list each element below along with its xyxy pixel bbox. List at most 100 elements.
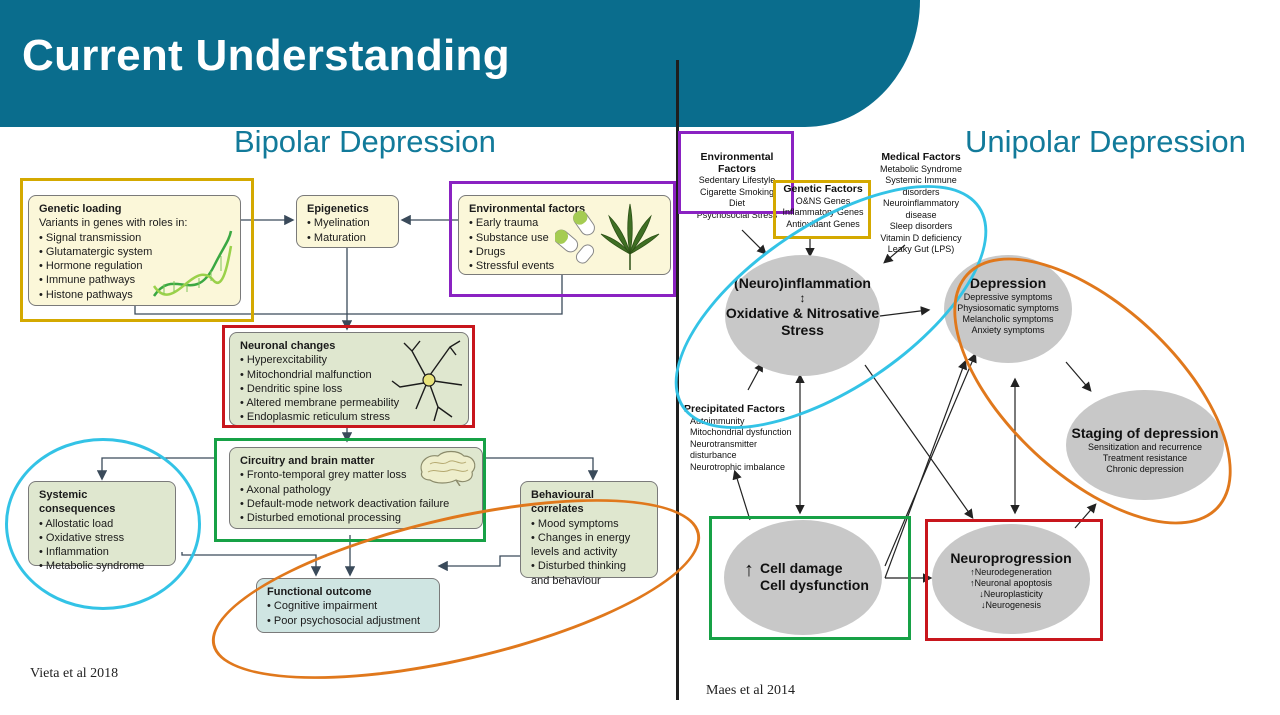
neuroprogression-title: Neuroprogression [950, 550, 1072, 566]
cell-damage-frame [709, 516, 911, 640]
behavioural-item: Changes in energy levels and activity [531, 531, 647, 560]
cell-damage-line2: Cell dysfunction [760, 577, 869, 593]
unipolar-environmental: Environmental Factors Sedentary Lifestyl… [682, 151, 792, 221]
up-arrow-icon: ↑ [744, 559, 754, 581]
neuronal-item: Dendritic spine loss [240, 382, 458, 396]
unipolar-precipitated: Precipitated Factors Autoimmunity Mitoch… [684, 403, 794, 473]
unipolar-precipitated-item: Neurotransmitter disturbance [690, 438, 758, 461]
unipolar-genetic-item: O&NS Genes [795, 195, 851, 206]
bipolar-citation: Vieta et al 2018 [30, 666, 119, 681]
behavioural-item: Mood symptoms [531, 517, 647, 531]
header-band [0, 0, 920, 127]
unipolar-medical-title: Medical Factors [881, 151, 961, 163]
unipolar-environmental-item: Sedentary Lifestyle [698, 175, 776, 185]
depression-item: Melancholic symptoms [962, 314, 1054, 324]
circuitry-item: Default-mode network deactivation failur… [240, 497, 472, 511]
unipolar-genetic: Genetic Factors O&NS Genes Inflammatory … [776, 183, 870, 230]
circuitry-item: Fronto-temporal grey matter loss [240, 468, 472, 482]
unipolar-medical-item: Sleep disorders [889, 221, 953, 231]
bidirectional-arrow-icon: ↕ [799, 291, 806, 305]
unipolar-medical-item: Neuroinflammatory disease [882, 198, 960, 220]
staging-item: Sensitization and recurrence [1087, 442, 1203, 452]
depression-item: Depressive symptoms [963, 292, 1053, 302]
inflammation-line3: Stress [781, 322, 824, 338]
functional-title: Functional outcome [267, 586, 372, 598]
functional-item: Poor psychosocial adjustment [267, 614, 429, 628]
inflammation-line2: Oxidative & Nitrosative [725, 305, 880, 321]
epigenetics-item: Myelination [307, 216, 388, 230]
environmental-item: Early trauma [469, 216, 660, 230]
unipolar-heading: Unipolar Depression [965, 124, 1246, 159]
staging-item: Treatment resistance [1102, 453, 1188, 463]
cannabis-leaf-icon [600, 203, 660, 270]
unipolar-genetic-frame [773, 180, 871, 239]
inflammation-line1: (Neuro)inflammation [734, 275, 871, 291]
pill-capsules-icon [555, 210, 595, 264]
unipolar-citation: Maes et al 2014 [706, 683, 796, 698]
circuitry-box: Circuitry and brain matter Fronto-tempor… [229, 447, 483, 529]
unipolar-medical-item: Metabolic Syndrome [879, 163, 963, 174]
neuroprogression-node: Neuroprogression ↑Neurodegeneration ↑Neu… [932, 524, 1090, 634]
genetic-item: Glutamatergic system [39, 245, 230, 259]
neuronal-title: Neuronal changes [240, 340, 336, 352]
environmental-title: Environmental factors [469, 203, 586, 215]
genetic-item: Signal transmission [39, 231, 230, 245]
genetic-item: Immune pathways [39, 273, 230, 287]
staging-node: Staging of depression Sensitization and … [1066, 390, 1224, 500]
genetic-loading-title: Genetic loading [39, 203, 122, 215]
environmental-item: Stressful events [469, 259, 660, 273]
environmental-factors-box: Environmental factors Early trauma Subst… [458, 195, 671, 275]
depression-item: Physiosomatic symptoms [957, 303, 1059, 313]
depression-item: Anxiety symptoms [971, 325, 1045, 335]
neuroprogression-item: ↓Neurogenesis [980, 600, 1042, 610]
unipolar-genetic-item: Inflammatory Genes [782, 207, 864, 217]
environmental-item: Drugs [469, 245, 660, 259]
unipolar-medical-item: Systemic Immune disorders [885, 175, 957, 197]
genetic-item: Histone pathways [39, 288, 230, 302]
page-title: Current Understanding [22, 31, 510, 80]
circuitry-title: Circuitry and brain matter [240, 455, 375, 467]
genetic-loading-intro: Variants in genes with roles in: [39, 217, 188, 230]
functional-item: Cognitive impairment [267, 599, 429, 613]
depression-title: Depression [969, 275, 1047, 291]
circuitry-highlight-frame [214, 438, 486, 542]
staging-title: Staging of depression [1071, 425, 1219, 441]
neuroprogression-item: ↑Neurodegeneration [970, 567, 1052, 577]
unipolar-environmental-item: Cigarette Smoking [699, 186, 775, 197]
cell-damage-node: ↑ Cell damage Cell dysfunction [724, 520, 882, 635]
neuronal-item: Endoplasmic reticulum stress [240, 410, 458, 424]
cell-damage-line1: Cell damage [760, 560, 843, 576]
neuron-icon [391, 340, 463, 422]
panel-divider [676, 60, 679, 700]
unipolar-precipitated-item: Neurotrophic imbalance [690, 461, 786, 472]
genetic-item: Hormone regulation [39, 259, 230, 273]
unipolar-precipitated-item: Mitochondrial dysfunction [690, 427, 792, 437]
unipolar-genetic-item: Antioxidant Genes [786, 218, 860, 229]
genetic-highlight-frame [20, 178, 254, 322]
unipolar-environmental-title: Environmental Factors [700, 151, 774, 175]
behavioural-correlates-box: Behavioural correlates Mood symptoms Cha… [520, 481, 658, 587]
dna-helix-icon [152, 230, 233, 297]
depression-node: Depression Depressive symptoms Physiosom… [944, 255, 1072, 363]
neuroprogression-item: ↓Neuroplasticity [979, 589, 1043, 599]
neuronal-item: Altered membrane permeability [240, 396, 458, 410]
environmental-highlight-frame [449, 181, 676, 297]
unipolar-medical-item: Leaky Gut (LPS) [887, 244, 955, 254]
neuronal-item: Hyperexcitability [240, 353, 458, 367]
neuronal-highlight-frame [222, 325, 475, 428]
unipolar-precipitated-item: Autoimmunity [690, 415, 745, 426]
unipolar-environmental-item: Psychosocial Stress [696, 209, 778, 220]
behavioural-item: Disturbed thinking and behaviour [531, 559, 647, 588]
neuronal-item: Mitochondrial malfunction [240, 368, 458, 382]
genetic-loading-box: Genetic loading Variants in genes with r… [28, 195, 241, 306]
unipolar-environmental-frame [678, 131, 794, 214]
staging-item: Chronic depression [1106, 464, 1184, 474]
inflammation-node: (Neuro)inflammation ↕ Oxidative & Nitros… [725, 255, 880, 376]
functional-outcome-box: Functional outcome Cognitive impairment … [256, 578, 440, 633]
epigenetics-title: Epigenetics [307, 203, 369, 215]
unipolar-connectors [732, 229, 1097, 583]
neuroprogression-frame [925, 519, 1103, 641]
behavioural-title: Behavioural correlates [531, 489, 594, 516]
systemic-highlight-oval [5, 438, 201, 610]
brain-icon [420, 450, 476, 486]
